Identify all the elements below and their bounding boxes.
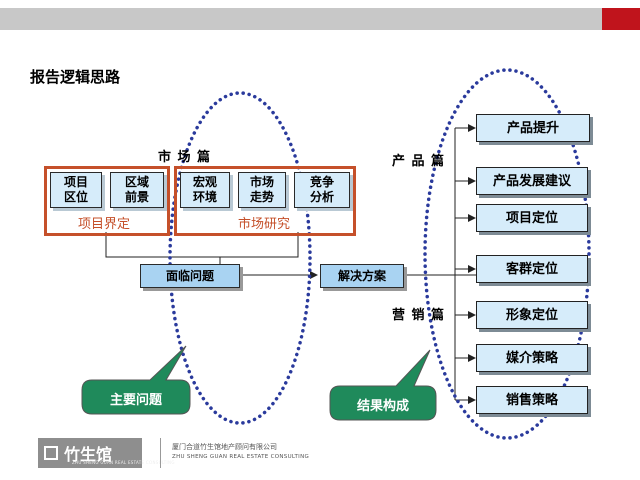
right-box-customer-positioning-text: 客群定位 [505, 261, 558, 277]
right-box-media-strategy: 媒介策略 [476, 344, 588, 372]
right-box-project-positioning-text: 项目定位 [505, 210, 558, 226]
logo-text: 竹生馆 [64, 445, 113, 464]
box-region-outlook: 区域 前景 [110, 172, 164, 208]
right-box-project-positioning: 项目定位 [476, 204, 588, 232]
group-project-definition-label: 项目界定 [78, 217, 131, 232]
result-ellipse [423, 68, 591, 440]
header-bar [0, 8, 640, 30]
box-region-outlook-text: 区域 前景 [124, 175, 149, 204]
box-competition-analysis: 竞争 分析 [294, 172, 350, 208]
company-name-en: ZHU SHENG GUAN REAL ESTATE CONSULTING [172, 454, 310, 460]
right-box-image-positioning-text: 形象定位 [505, 307, 558, 323]
callout-main-issues-bubble [81, 345, 191, 415]
right-box-sales-strategy: 销售策略 [476, 386, 588, 414]
solution-box: 解决方案 [320, 264, 404, 288]
right-box-product-advice-text: 产品发展建议 [492, 173, 571, 189]
right-box-sales-strategy-text: 销售策略 [505, 392, 558, 408]
box-macro-environment: 宏观 环境 [180, 172, 230, 208]
box-market-trend: 市场 走势 [238, 172, 286, 208]
solution-box-text: 解决方案 [337, 268, 386, 283]
right-box-product-upgrade-text: 产品提升 [506, 120, 559, 136]
problems-box-text: 面临问题 [165, 268, 214, 283]
market-ellipse [168, 91, 312, 425]
right-box-customer-positioning: 客群定位 [476, 255, 588, 283]
box-macro-environment-text: 宏观 环境 [192, 175, 217, 204]
callout-result-text: 结果构成 [356, 399, 409, 414]
callout-result-bubble [329, 349, 437, 421]
box-competition-analysis-text: 竞争 分析 [309, 175, 334, 204]
arrowhead [310, 271, 318, 279]
header-accent [602, 8, 640, 30]
right-box-media-strategy-text: 媒介策略 [505, 350, 558, 366]
right-box-product-upgrade: 产品提升 [476, 114, 590, 142]
box-project-location-text: 项目 区位 [63, 175, 88, 204]
company-name-cn: 厦门合道竹生馆地产顾问有限公司 [172, 443, 277, 451]
logo-subtext: ZHU SHENG GUAN REAL ESTATE CONSULTING [72, 460, 175, 465]
group-join-line [105, 232, 299, 258]
problems-box: 面临问题 [140, 264, 240, 288]
section-market-label: 市 场 篇 [158, 150, 212, 165]
box-market-trend-text: 市场 走势 [249, 175, 274, 204]
right-box-image-positioning: 形象定位 [476, 301, 588, 329]
company-logo: 竹生馆 [38, 438, 142, 468]
section-product-label: 产 品 篇 [392, 154, 446, 169]
group-market-research-label: 市场研究 [238, 217, 291, 232]
section-marketing-label: 营 销 篇 [392, 308, 446, 323]
logo-grid-icon [44, 446, 58, 460]
footer-divider [160, 438, 161, 468]
group-market-research [174, 166, 356, 236]
callout-main-issues-text: 主要问题 [109, 393, 162, 408]
group-project-definition [44, 166, 170, 236]
box-project-location: 项目 区位 [50, 172, 102, 208]
right-box-product-advice: 产品发展建议 [476, 167, 588, 195]
page-title: 报告逻辑思路 [30, 68, 121, 86]
